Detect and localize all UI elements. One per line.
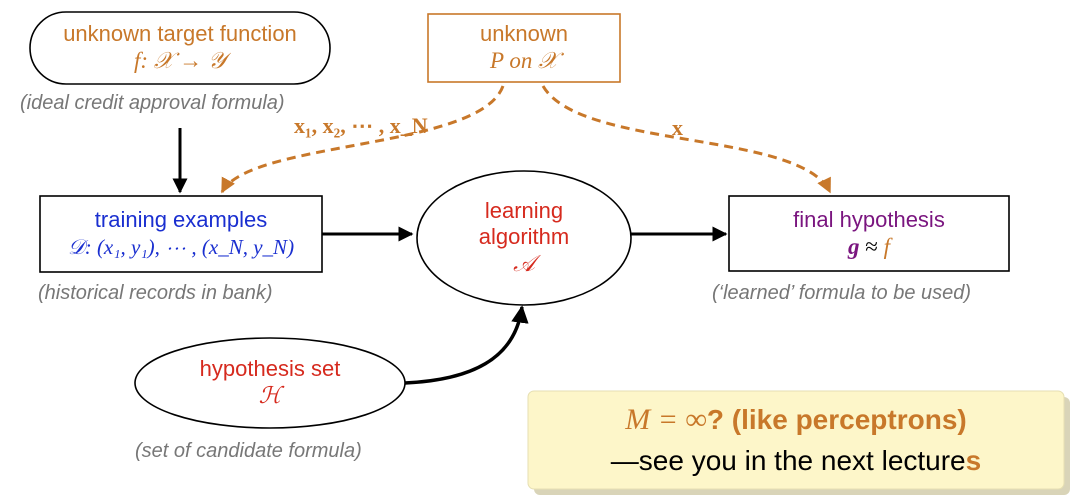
target-function-title: unknown target function bbox=[63, 21, 297, 46]
target-function-formula: f: 𝒳 → 𝒴 bbox=[133, 48, 227, 73]
final-hypothesis-approx: ≈ bbox=[859, 233, 884, 259]
target-function-node: unknown target function f: 𝒳 → 𝒴 bbox=[30, 12, 330, 84]
final-hypothesis-node: final hypothesis g ≈ f bbox=[729, 196, 1009, 271]
training-examples-caption: (historical records in bank) bbox=[38, 282, 273, 304]
note-line2-last: s bbox=[965, 444, 982, 476]
hypothesis-set-caption: (set of candidate formula) bbox=[135, 440, 362, 462]
hypothesis-set-title: hypothesis set bbox=[199, 356, 341, 381]
dashed-arrow-to-training bbox=[220, 85, 505, 194]
target-function-box bbox=[29, 11, 331, 85]
note-line2-text: —see you in the next lecture bbox=[610, 444, 966, 476]
final-hypothesis-f: f bbox=[883, 233, 890, 259]
hypothesis-set-symbol: ℋ bbox=[258, 383, 282, 408]
note-box bbox=[527, 390, 1065, 490]
note-text: M = ∞? (like perceptrons) —see you in th… bbox=[528, 391, 1064, 489]
learning-algorithm-symbol: 𝒜 bbox=[513, 251, 535, 276]
learning-algorithm-line1: learning bbox=[484, 198, 564, 223]
samples-label: x₁, x₂, ⋯ , x_N bbox=[294, 113, 428, 138]
final-hypothesis-title: final hypothesis bbox=[793, 206, 945, 232]
test-point-label: x bbox=[672, 115, 683, 140]
note-math: M = ∞ bbox=[625, 402, 707, 436]
training-examples-box bbox=[39, 195, 323, 273]
distribution-box bbox=[427, 13, 621, 83]
note-line2: —see you in the next lectures bbox=[611, 443, 981, 479]
distribution-title: unknown bbox=[479, 21, 569, 46]
learning-algorithm-line2: algorithm bbox=[478, 224, 570, 249]
learning-algorithm-ellipse bbox=[416, 170, 632, 306]
distribution-node: unknown P on 𝒳 bbox=[428, 14, 620, 82]
final-hypothesis-g: g bbox=[847, 233, 860, 259]
note-question: ? (like perceptrons) bbox=[706, 403, 967, 435]
training-examples-title: training examples bbox=[94, 207, 268, 232]
final-hypothesis-caption: (‘learned’ formula to be used) bbox=[712, 282, 972, 304]
final-hypothesis-formula: g ≈ f bbox=[848, 233, 890, 261]
learning-algorithm-node: learning algorithm 𝒜 bbox=[417, 171, 631, 305]
final-hypothesis-box bbox=[728, 195, 1010, 272]
arrow-hypothesis-to-algorithm bbox=[404, 305, 529, 385]
distribution-formula: P on 𝒳 bbox=[490, 48, 558, 73]
hypothesis-set-node: hypothesis set ℋ bbox=[135, 338, 405, 428]
training-examples-formula: 𝒟: (x₁, y₁), ⋯ , (x_N, y_N) bbox=[67, 235, 295, 259]
dashed-arrow-to-final bbox=[541, 85, 832, 194]
note-line1: M = ∞? (like perceptrons) bbox=[625, 402, 966, 443]
training-examples-node: training examples 𝒟: (x₁, y₁), ⋯ , (x_N,… bbox=[40, 196, 322, 272]
target-function-caption: (ideal credit approval formula) bbox=[20, 92, 285, 114]
